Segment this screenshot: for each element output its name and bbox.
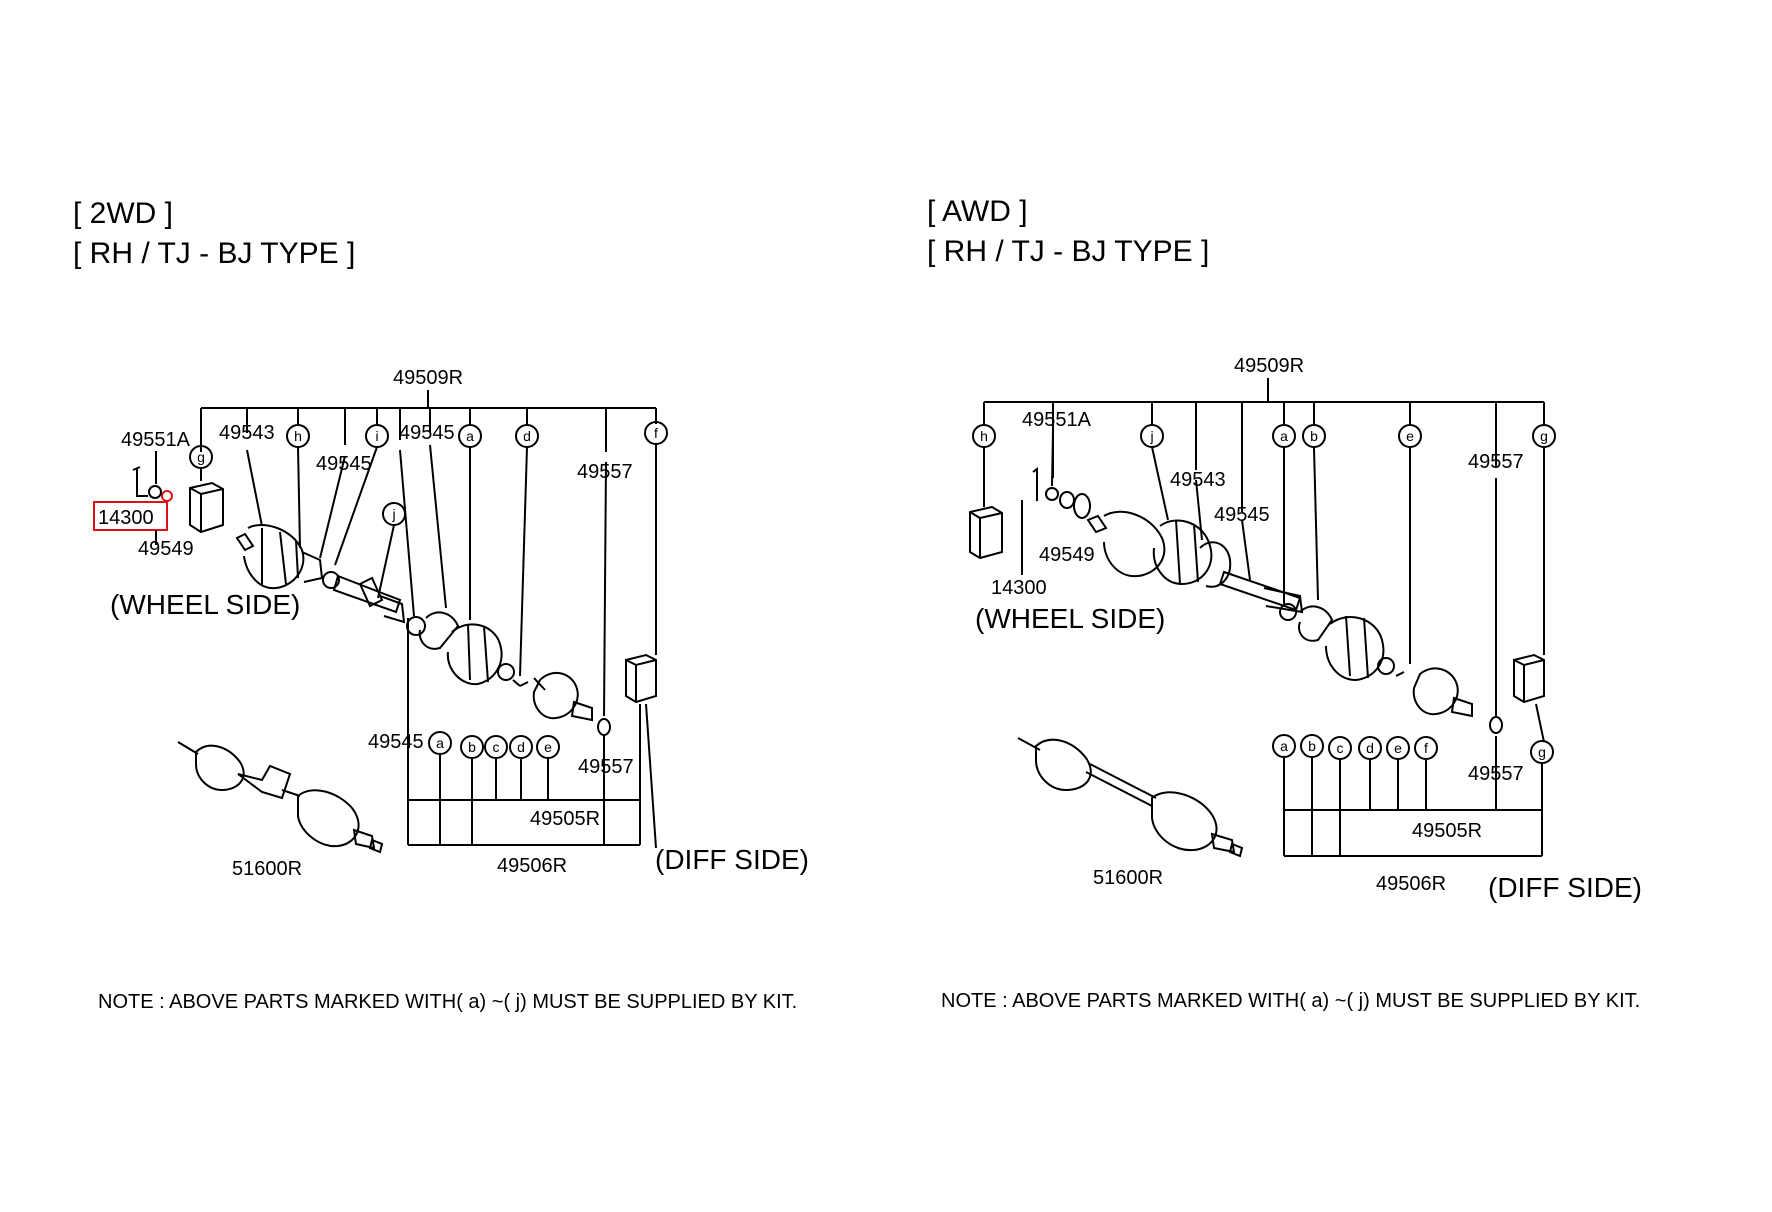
label-49545-awd: 49545	[1214, 504, 1270, 526]
label-51600R-2wd: 51600R	[232, 858, 302, 880]
label-49549-awd: 49549	[1039, 544, 1095, 566]
label-49557-top: 49557	[577, 461, 633, 483]
letter-a-bottom: a	[436, 735, 444, 751]
letter-e-awd-bottom: e	[1394, 740, 1402, 756]
letter-j-awd: j	[1149, 428, 1153, 444]
letter-e-awd: e	[1406, 428, 1414, 444]
diagram-awd: 49509R h j a b e g 49551A	[969, 355, 1642, 903]
letter-d-bottom: d	[517, 739, 525, 755]
label-51600R-awd: 51600R	[1093, 867, 1163, 889]
label-49545-b: 49545	[399, 422, 455, 444]
label-49509R-awd: 49509R	[1234, 355, 1304, 377]
letter-a-awd: a	[1280, 428, 1288, 444]
part-nut-highlighted	[161, 490, 173, 502]
letter-f: f	[654, 425, 658, 441]
label-49505R-awd: 49505R	[1412, 820, 1482, 842]
letter-a-top: a	[466, 428, 474, 444]
label-49557-awd-top: 49557	[1468, 451, 1524, 473]
label-49551A: 49551A	[121, 429, 191, 451]
letter-c-bottom: c	[493, 739, 500, 755]
letter-b-bottom: b	[468, 739, 476, 755]
wheel-side-label-2wd: (WHEEL SIDE)	[110, 589, 300, 620]
label-49543: 49543	[219, 422, 275, 444]
header-2wd-type: [ RH / TJ - BJ TYPE ]	[73, 237, 356, 270]
letter-h-awd: h	[980, 428, 988, 444]
letter-g: g	[197, 449, 205, 465]
kit-note-2wd: NOTE : ABOVE PARTS MARKED WITH( a) ~( j)…	[98, 991, 798, 1013]
label-49543-awd: 49543	[1170, 469, 1226, 491]
label-49549: 49549	[138, 538, 194, 560]
letter-j: j	[391, 506, 395, 522]
label-49506R-awd: 49506R	[1376, 873, 1446, 895]
wheel-side-label-awd: (WHEEL SIDE)	[975, 603, 1165, 634]
label-14300-awd: 14300	[991, 577, 1047, 599]
highlight-box-14300	[93, 501, 168, 531]
letter-c-awd-bottom: c	[1337, 740, 1344, 756]
label-49557-bottom: 49557	[578, 756, 634, 778]
label-49509R: 49509R	[393, 367, 463, 389]
header-awd: [ AWD ]	[927, 195, 1028, 228]
label-14300: 14300	[98, 507, 154, 529]
label-49505R-2wd: 49505R	[530, 808, 600, 830]
letter-d-top: d	[523, 428, 531, 444]
label-49545-c: 49545	[368, 731, 424, 753]
diff-side-label-awd: (DIFF SIDE)	[1488, 872, 1642, 903]
letter-b-awd-bottom: b	[1308, 738, 1316, 754]
letter-a-awd-bottom: a	[1280, 738, 1288, 754]
header-awd-type: [ RH / TJ - BJ TYPE ]	[927, 235, 1210, 268]
letter-h: h	[294, 428, 302, 444]
kit-note-awd: NOTE : ABOVE PARTS MARKED WITH( a) ~( j)…	[941, 990, 1641, 1012]
letter-e-bottom: e	[544, 739, 552, 755]
diff-side-label-2wd: (DIFF SIDE)	[655, 844, 809, 875]
letter-f-awd-bottom: f	[1424, 740, 1428, 756]
letter-d-awd-bottom: d	[1366, 740, 1374, 756]
letter-g-awd: g	[1540, 428, 1548, 444]
letter-i: i	[375, 428, 378, 444]
diagram-2wd: 49509R g h i a d f	[93, 367, 809, 880]
label-49551A-awd: 49551A	[1022, 409, 1092, 431]
label-49506R-2wd: 49506R	[497, 855, 567, 877]
header-2wd: [ 2WD ]	[73, 197, 174, 230]
letter-g-awd-bottom: g	[1538, 744, 1546, 760]
letter-b-awd: b	[1310, 428, 1318, 444]
